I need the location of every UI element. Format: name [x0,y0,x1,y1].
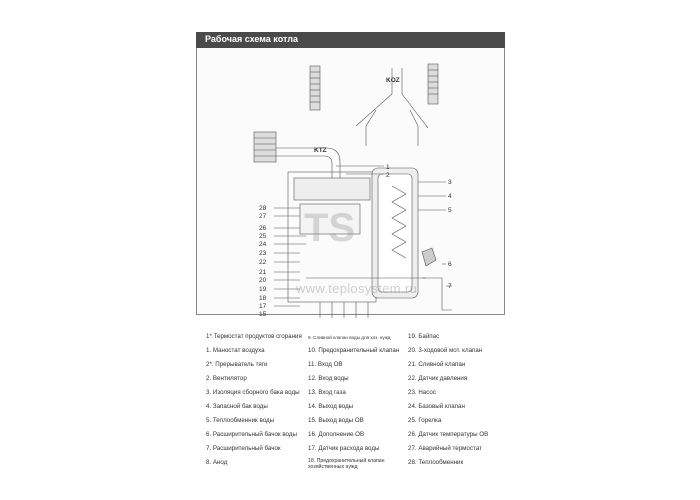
legend-item: 1*.Термостат продуктов сгорания [206,333,302,340]
legend-item: 20. 3-ходовой мот. клапан [408,347,483,354]
label-18: 18 [259,295,267,302]
label-25: 25 [259,233,267,240]
label-koz: KOZ [386,77,400,84]
title-bar: Рабочая схема котла [196,32,505,48]
brick-wall-top-right [427,63,439,105]
boiler-body [287,171,377,303]
label-28: 28 [259,205,267,212]
label-21: 21 [259,269,267,276]
ktz-flue [276,147,341,178]
legend-item: 5. Теплообменник воды [206,417,275,424]
watermark-url: www.teplosystem.ru [296,281,417,296]
legend-item: 17. Датчик расхода воды [308,445,380,452]
legend-item: 21. Сливной клапан [408,361,466,368]
legend-item: 15. Выход воды ОВ [308,417,364,424]
brick-wall-top-left [309,65,321,111]
legend-item: 25. Горелка [408,417,442,424]
label-22: 22 [259,259,267,266]
koz-hood [355,68,429,146]
leader-lines-right [336,165,452,287]
legend-item: 2*. Прерыватель тяги [206,361,268,368]
legend-item: 12. Вход воды [308,375,349,382]
legend-item: 24. Базовый клапан [408,403,465,410]
legend-item: 26. Датчик температуры ОВ [408,431,489,438]
brick-wall-left [253,131,277,163]
label-1: 1 [386,164,390,171]
legend-item: 18. Предохранительный клапан хозяйственн… [308,458,385,470]
label-3: 3 [448,179,452,186]
label-24: 24 [259,241,267,248]
leader-lines-left [274,207,306,307]
legend-item: 10. Предохранительный клапан [308,347,400,354]
label-27: 27 [259,213,267,220]
label-19: 19 [259,286,267,293]
legend: 1*.Термостат продуктов сгорания 1. Манос… [196,333,505,483]
expansion-vessel [421,247,452,311]
legend-item: 23. Насос [408,389,436,396]
legend-item: 4. Запасной бак воды [206,403,268,410]
label-4: 4 [448,193,452,200]
water-tank [371,167,419,299]
label-7: 7 [448,283,452,290]
label-6: 6 [448,261,452,268]
page-title: Рабочая схема котла [205,34,298,44]
legend-item: 16. Дополнение ОВ [308,431,365,438]
legend-item: 7. Расширительный бачок [206,445,281,452]
label-26: 26 [259,225,267,232]
legend-item: 28. Теплообменник [408,459,464,466]
legend-item: 22. Датчик давления [408,375,468,382]
label-23: 23 [259,250,267,257]
label-16: 15 [259,311,267,318]
label-5: 5 [448,207,452,214]
legend-item: 3. Изоляция сборного бака воды [206,389,300,396]
legend-item: 14. Выход воды [308,403,354,410]
label-20: 20 [259,277,267,284]
watermark-logo: TS [304,206,356,250]
legend-item: 11. Вход ОВ [308,361,343,368]
legend-item: 13. Вход газа [308,389,346,396]
legend-item: 8. Анод [206,459,228,466]
legend-item: 27. Аварийный термостат [408,445,482,452]
label-ktz: KTZ [314,147,327,154]
bottom-pipes [306,277,426,318]
boiler-scheme-sheet: Рабочая схема котла [196,22,505,492]
label-2: 2 [386,172,390,179]
boiler-diagram: KOZ KTZ 1 2 3 4 5 6 7 28 27 26 25 24 23 … [253,63,452,318]
legend-item: 1. Маностат воздуха [206,347,265,354]
label-17: 17 [259,303,267,310]
legend-item: 6. Расширительный бачок воды [206,431,297,438]
legend-item: 2. Вентилятор [206,375,247,382]
legend-item: 19. Байпас [408,333,440,340]
legend-item: 9. Сливной клапан воды для хоз. нужд [308,335,391,340]
